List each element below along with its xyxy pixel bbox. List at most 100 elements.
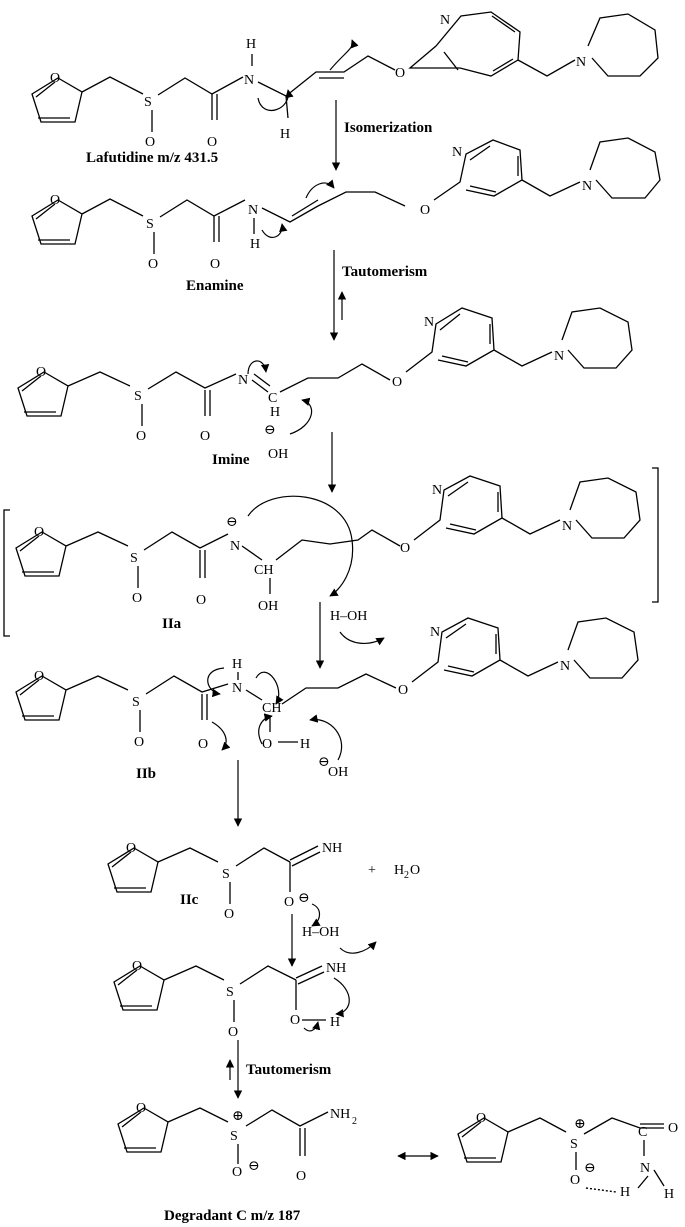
svg-text:O: O (136, 1101, 146, 1116)
svg-text:⊕: ⊕ (574, 1117, 586, 1132)
svg-text:O: O (410, 863, 420, 878)
tautomerism-label-1: Tautomerism (342, 264, 428, 280)
svg-text:H: H (280, 127, 290, 142)
svg-text:O: O (420, 203, 430, 218)
svg-text:S: S (132, 695, 140, 710)
svg-text:H: H (270, 405, 280, 420)
svg-text:2: 2 (404, 870, 409, 881)
svg-text:S: S (130, 551, 138, 566)
svg-text:CH: CH (254, 563, 273, 578)
iic-label: IIc (180, 892, 199, 908)
svg-text:H: H (394, 863, 404, 878)
svg-text:H: H (330, 1015, 340, 1030)
lafutidine-structure: O S O O N H H O N N (31, 11, 659, 150)
svg-text:O: O (262, 737, 272, 752)
svg-text:+: + (368, 863, 376, 878)
svg-text:⊖: ⊖ (298, 891, 310, 906)
svg-text:O: O (210, 257, 220, 272)
svg-text:⊖: ⊖ (264, 423, 276, 438)
svg-text:N: N (554, 349, 564, 364)
svg-text:O: O (207, 135, 217, 150)
enamine-label: Enamine (186, 278, 244, 294)
svg-text:H: H (620, 1185, 630, 1200)
svg-text:S: S (570, 1137, 578, 1152)
enamine-structure: O S O O N H O N N (31, 137, 661, 272)
iib-structure: O S O O N H CH O H ⊖ OH O N N (15, 617, 639, 780)
svg-text:N: N (452, 145, 462, 160)
svg-text:O: O (570, 1173, 580, 1188)
svg-text:O: O (198, 737, 208, 752)
svg-text:O: O (34, 525, 44, 540)
svg-text:S: S (144, 95, 152, 110)
svg-text:O: O (196, 593, 206, 608)
iic-structure: O S O NH O ⊖ + H 2 O H–OH (107, 841, 420, 954)
svg-text:⊕: ⊕ (232, 1109, 244, 1124)
svg-text:O: O (134, 735, 144, 750)
svg-text:2: 2 (352, 1116, 357, 1127)
svg-text:O: O (290, 1013, 300, 1028)
svg-text:O: O (145, 135, 155, 150)
svg-text:O: O (136, 429, 146, 444)
isomerization-label: Isomerization (344, 120, 433, 136)
svg-text:O: O (132, 591, 142, 606)
degradant-c-structure: O S ⊕ O ⊖ O NH 2 (117, 1101, 357, 1184)
svg-text:N: N (560, 659, 570, 674)
tautomerism-label-2: Tautomerism (246, 1062, 332, 1078)
svg-text:H: H (664, 1187, 674, 1202)
svg-text:O: O (232, 1165, 242, 1180)
iib-label: IIb (136, 766, 156, 782)
svg-text:H–OH: H–OH (330, 609, 367, 624)
svg-text:H: H (246, 37, 256, 52)
svg-text:N: N (440, 13, 450, 28)
svg-text:CH: CH (262, 701, 281, 716)
svg-text:H: H (232, 657, 242, 672)
svg-text:NH: NH (322, 841, 342, 856)
svg-text:S: S (222, 867, 230, 882)
svg-text:⊖: ⊖ (584, 1161, 596, 1176)
svg-text:O: O (200, 429, 210, 444)
svg-text:OH: OH (328, 765, 348, 780)
svg-text:O: O (284, 895, 294, 910)
iia-label: IIa (162, 616, 182, 632)
svg-text:N: N (248, 203, 258, 218)
imine-structure: O S O O N C H O N N ⊖ OH (17, 307, 633, 462)
svg-text:O: O (50, 193, 60, 208)
svg-text:OH: OH (258, 599, 278, 614)
svg-text:O: O (228, 1025, 238, 1040)
svg-text:C: C (638, 1125, 647, 1140)
svg-text:S: S (146, 217, 154, 232)
degradant-c-resonance-structure: O S ⊕ O ⊖ O C N H H (457, 1111, 678, 1202)
svg-text:O: O (476, 1111, 486, 1126)
svg-text:S: S (226, 985, 234, 1000)
svg-text:N: N (232, 681, 242, 696)
svg-text:O: O (398, 683, 408, 698)
svg-text:H: H (250, 237, 260, 252)
svg-text:S: S (134, 389, 142, 404)
svg-text:O: O (36, 365, 46, 380)
svg-text:O: O (392, 375, 402, 390)
svg-text:OH: OH (268, 447, 288, 462)
iia-structure: O S O O N ⊖ CH OH O N N H–OH (3, 467, 659, 646)
svg-text:O: O (224, 907, 234, 922)
svg-text:N: N (640, 1161, 650, 1176)
svg-text:N: N (562, 519, 572, 534)
svg-text:NH: NH (330, 1107, 350, 1122)
svg-text:N: N (230, 539, 240, 554)
lafutidine-label: Lafutidine m/z 431.5 (86, 150, 218, 166)
svg-text:O: O (34, 669, 44, 684)
svg-text:N: N (582, 179, 592, 194)
svg-text:C: C (268, 391, 277, 406)
svg-text:N: N (244, 73, 254, 88)
svg-text:N: N (424, 315, 434, 330)
svg-text:S: S (230, 1129, 238, 1144)
svg-text:N: N (238, 373, 248, 388)
svg-text:N: N (432, 483, 442, 498)
svg-text:O: O (50, 71, 60, 86)
svg-text:H: H (300, 737, 310, 752)
svg-text:O: O (668, 1121, 678, 1136)
svg-text:O: O (400, 541, 410, 556)
svg-text:N: N (430, 625, 440, 640)
svg-text:O: O (126, 841, 136, 856)
imidic-acid-structure: O S O NH O H (113, 959, 350, 1040)
